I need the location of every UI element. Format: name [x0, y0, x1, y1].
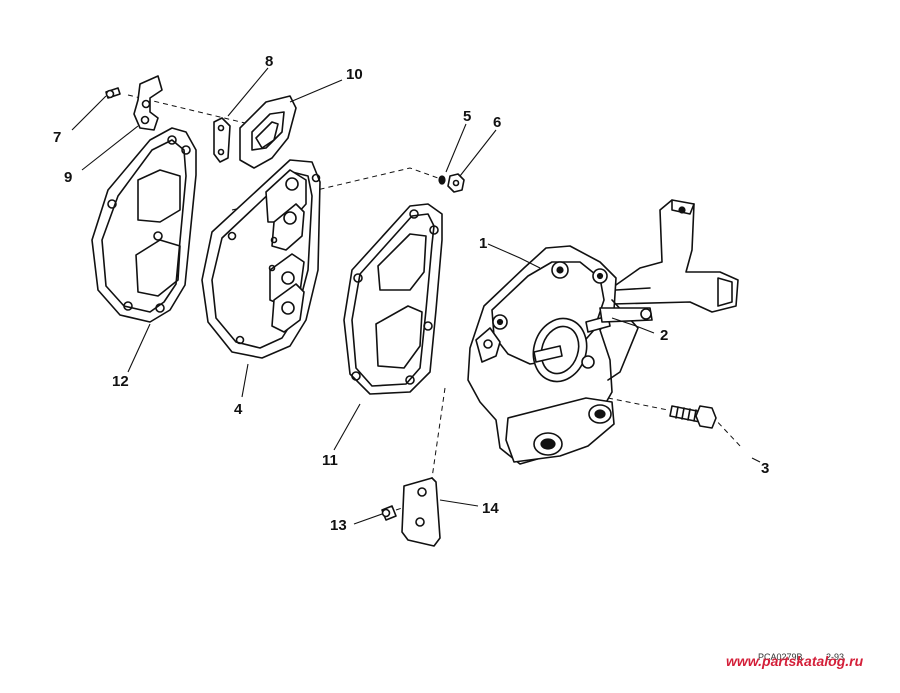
leader-6 [459, 129, 497, 177]
leader-5 [445, 123, 467, 173]
rod-part-2 [599, 307, 653, 323]
assembly-line-middle [231, 167, 439, 211]
callout-13: 13 [330, 517, 347, 534]
clip-plate-part-14 [401, 477, 441, 547]
date-code: 2-93 [826, 652, 844, 662]
screw-part-13 [381, 505, 403, 521]
callout-1: 1 [479, 235, 487, 252]
leader-12 [127, 323, 151, 373]
intake-manifold-part-1 [467, 199, 739, 465]
drawing-code: PCA0279B [758, 652, 803, 662]
callout-4: 4 [234, 401, 243, 418]
assembly-line-bolt-3b [711, 415, 743, 449]
callout-9: 9 [64, 169, 72, 186]
leader-3 [751, 457, 761, 463]
reed-stop-part-8 [213, 117, 231, 163]
leader-2 [611, 317, 655, 334]
screw-part-7 [105, 87, 121, 99]
gasket-part-11 [343, 203, 443, 395]
leader-4 [241, 363, 249, 398]
assembly-line-bolt-3 [607, 397, 669, 411]
callout-2: 2 [660, 327, 668, 344]
callout-8: 8 [265, 53, 273, 70]
gasket-part-12 [91, 127, 197, 323]
callout-14: 14 [482, 500, 499, 517]
assembly-line-lower [431, 387, 446, 479]
callout-12: 12 [112, 373, 129, 390]
leader-13 [353, 513, 383, 525]
callout-5: 5 [463, 108, 471, 125]
reed-plate-part-4 [201, 159, 321, 359]
leader-11 [333, 403, 361, 451]
bolt-part-3 [669, 405, 717, 429]
callout-6: 6 [493, 114, 501, 131]
nut-part-6 [447, 173, 465, 193]
leader-10 [289, 79, 343, 103]
leader-7 [71, 95, 107, 131]
plate-part-9 [133, 75, 163, 131]
callout-10: 10 [346, 66, 363, 83]
leader-8 [227, 67, 269, 117]
reed-valve-part-10 [239, 95, 297, 169]
callout-7: 7 [53, 129, 61, 146]
leader-9 [81, 125, 139, 171]
leader-1 [487, 243, 541, 269]
washer-part-5 [438, 175, 446, 185]
leader-14 [439, 499, 479, 507]
watermark-text: www.partskatalog.ru [726, 653, 864, 669]
callout-11: 11 [322, 452, 338, 469]
callout-3: 3 [761, 460, 769, 477]
